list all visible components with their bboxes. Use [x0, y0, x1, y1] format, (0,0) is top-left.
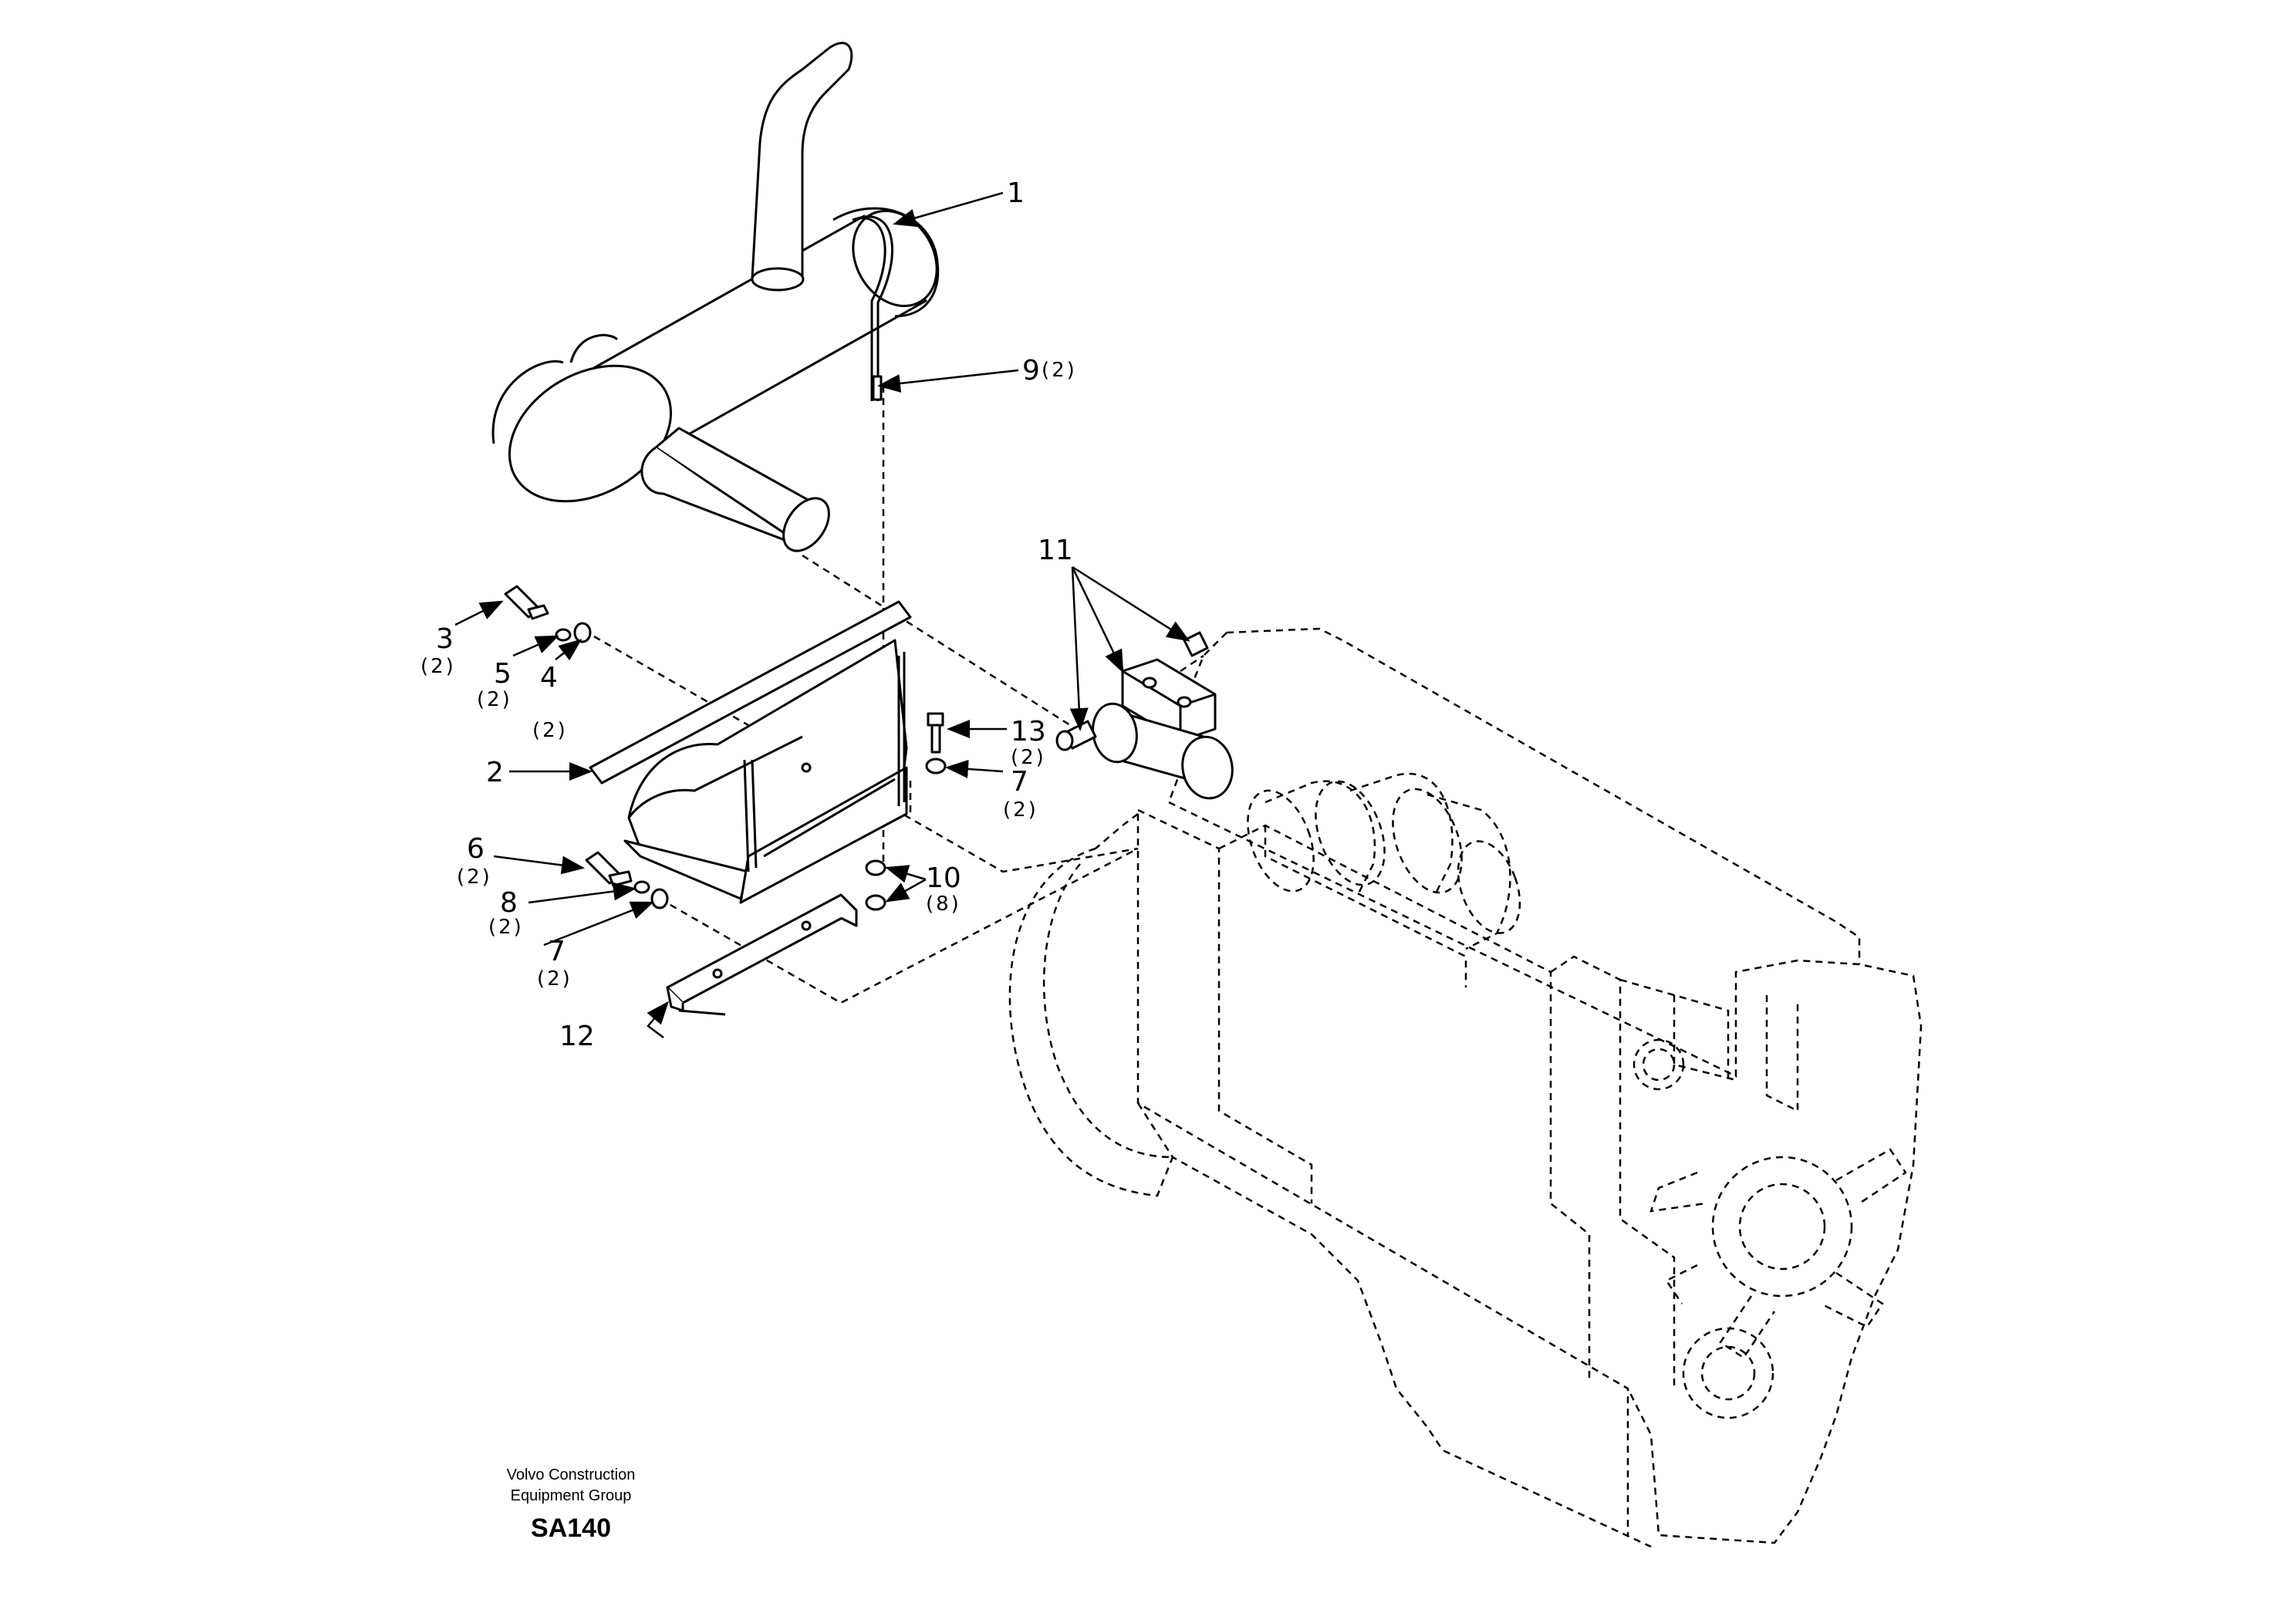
- fasteners: [504, 375, 947, 911]
- callout-5-qty: (2): [477, 688, 512, 711]
- callout-8-qty: (2): [488, 916, 524, 939]
- callout-3-qty: (2): [420, 655, 456, 678]
- callout-13-qty: (2): [1011, 746, 1046, 769]
- callout-6-number: 6: [467, 833, 485, 865]
- muffler-part-1: [491, 42, 940, 552]
- callout-4-number: 4: [540, 662, 558, 694]
- callout-7-qty-upper: (2): [1003, 798, 1038, 822]
- callout-4-qty: (2): [532, 719, 568, 742]
- callout-3-number: 3: [436, 623, 454, 655]
- callout-leaders: [454, 191, 1190, 1038]
- callout-labels: 1 9 (2) 3 (2) 5 (2) 4 (2) 2 13 (2) 7 (2)…: [420, 177, 1077, 1052]
- callout-13-number: 13: [1011, 716, 1046, 748]
- callout-1-number: 1: [1007, 177, 1025, 209]
- callout-2-number: 2: [486, 757, 504, 788]
- callout-9-number: 9: [1022, 355, 1040, 386]
- callout-10-qty: (8): [926, 893, 961, 916]
- diagram-code: SA140: [531, 1514, 611, 1543]
- footer-line-2: Equipment Group: [511, 1487, 632, 1504]
- footer-line-1: Volvo Construction: [507, 1466, 636, 1483]
- callout-8-number: 8: [500, 887, 518, 919]
- callout-10-number: 10: [926, 862, 961, 894]
- callout-7-qty-lower: (2): [537, 967, 572, 991]
- callout-9-qty: (2): [1042, 359, 1077, 382]
- footer-publisher: Volvo Construction Equipment Group SA140: [507, 1466, 636, 1543]
- bracket-part-2: [589, 600, 912, 904]
- callout-6-qty: (2): [457, 866, 492, 889]
- callout-5-number: 5: [494, 658, 512, 690]
- callout-11-number: 11: [1038, 535, 1073, 566]
- callout-12-number: 12: [559, 1021, 595, 1052]
- callout-7-number-upper: 7: [1011, 766, 1028, 798]
- callout-7-number-lower: 7: [548, 936, 566, 967]
- engine-phantom-outline: [1008, 627, 1923, 1548]
- plate-part-12: [666, 893, 858, 1016]
- clamp-part-11: [1055, 631, 1234, 800]
